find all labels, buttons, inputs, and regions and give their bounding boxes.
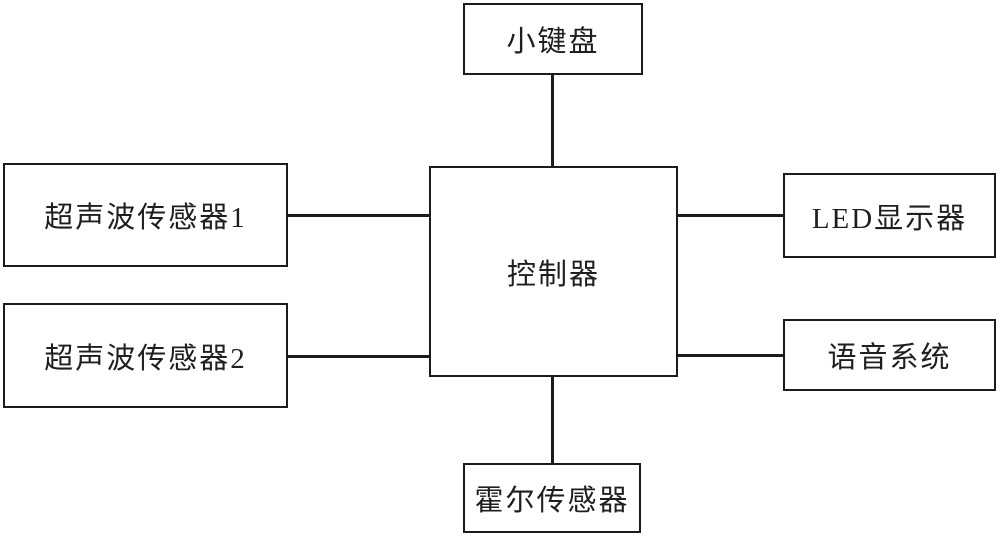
- node-ultrasonic-sensor-1-label: 超声波传感器1: [44, 202, 247, 234]
- connector-ultrasonic2-controller: [288, 355, 429, 358]
- node-controller-label: 控制器: [506, 258, 600, 291]
- node-ultrasonic-sensor-2-label: 超声波传感器2: [44, 342, 247, 375]
- node-keypad-label: 小键盘: [506, 26, 600, 58]
- node-hall-sensor: 霍尔传感器: [463, 463, 641, 533]
- node-keypad: 小键盘: [463, 3, 643, 75]
- connector-controller-led-display: [678, 214, 783, 217]
- node-ultrasonic-sensor-1: 超声波传感器1: [3, 163, 288, 267]
- connector-controller-voice-system: [678, 354, 783, 357]
- node-led-display: LED显示器: [783, 173, 996, 258]
- node-hall-sensor-label: 霍尔传感器: [474, 485, 630, 517]
- node-led-display-label: LED显示器: [811, 202, 968, 235]
- node-ultrasonic-sensor-2: 超声波传感器2: [3, 303, 288, 408]
- connector-keypad-controller: [551, 75, 554, 166]
- connector-ultrasonic1-controller: [288, 214, 429, 217]
- node-voice-system: 语音系统: [783, 319, 996, 391]
- node-voice-system-label: 语音系统: [827, 342, 952, 374]
- node-controller: 控制器: [429, 166, 678, 377]
- connector-controller-hall-sensor: [551, 377, 554, 463]
